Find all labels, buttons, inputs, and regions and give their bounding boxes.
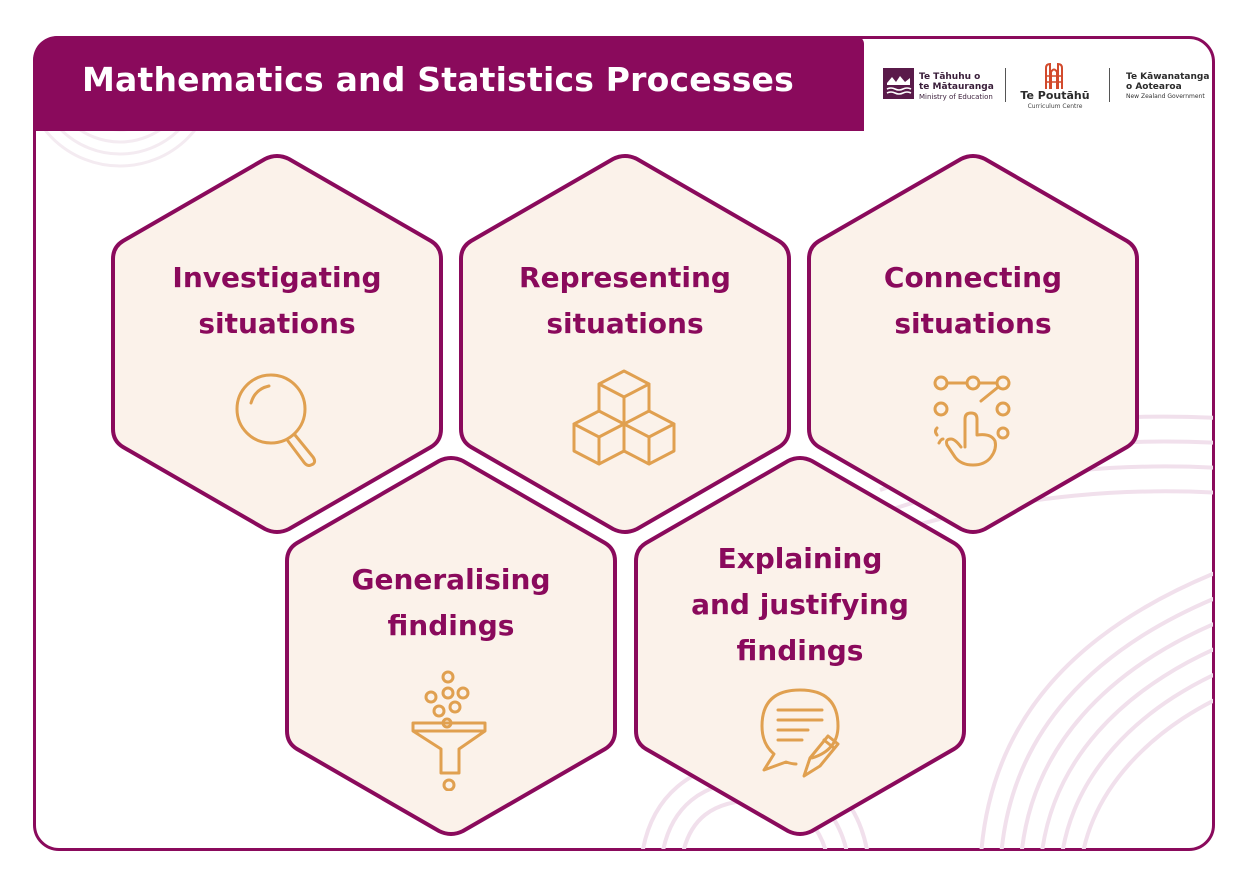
- hexagon-shape: [111, 153, 443, 534]
- hexagon-shape: [459, 153, 791, 534]
- poutahu-logo-icon: [1045, 62, 1063, 89]
- process-label: Connecting situations: [883, 261, 1063, 340]
- page-title: Mathematics and Statistics Processes: [82, 60, 794, 99]
- title-banner: [33, 36, 864, 131]
- process-investigating: Investigating situations: [109, 153, 445, 535]
- process-label: Generalising findings: [351, 563, 551, 642]
- hexagon-shape: [807, 153, 1139, 534]
- process-generalising: Generalising findings: [283, 455, 619, 837]
- hexagon-shape: [285, 455, 617, 836]
- connect-dots-icon: [933, 375, 1011, 467]
- process-label: Investigating situations: [172, 261, 382, 340]
- logo-divider: [1109, 68, 1110, 102]
- hexagon-shape: [634, 455, 966, 836]
- magnifying-glass-icon: [235, 373, 317, 467]
- funnel-icon: [411, 670, 487, 791]
- government-logo-text: Te Kāwanatanga o Aotearoa New Zealand Go…: [1126, 72, 1210, 100]
- speech-pencil-icon: [760, 688, 840, 778]
- cubes-icon: [572, 369, 676, 466]
- logo-group: Te Tāhuhu o te Mātauranga Ministry of Ed…: [880, 62, 1209, 112]
- process-label: Explaining and justifying findings: [691, 542, 909, 667]
- process-explaining: Explaining and justifying findings: [632, 455, 968, 837]
- process-connecting: Connecting situations: [805, 153, 1141, 535]
- ministry-logo-text: Te Tāhuhu o te Mātauranga Ministry of Ed…: [919, 72, 994, 101]
- process-label: Representing situations: [519, 261, 731, 340]
- process-representing: Representing situations: [457, 153, 793, 535]
- logo-divider: [1005, 68, 1006, 102]
- ministry-logo-icon: [883, 68, 914, 99]
- poutahu-logo-text: Te Poutāhū Curriculum Centre: [1020, 89, 1090, 110]
